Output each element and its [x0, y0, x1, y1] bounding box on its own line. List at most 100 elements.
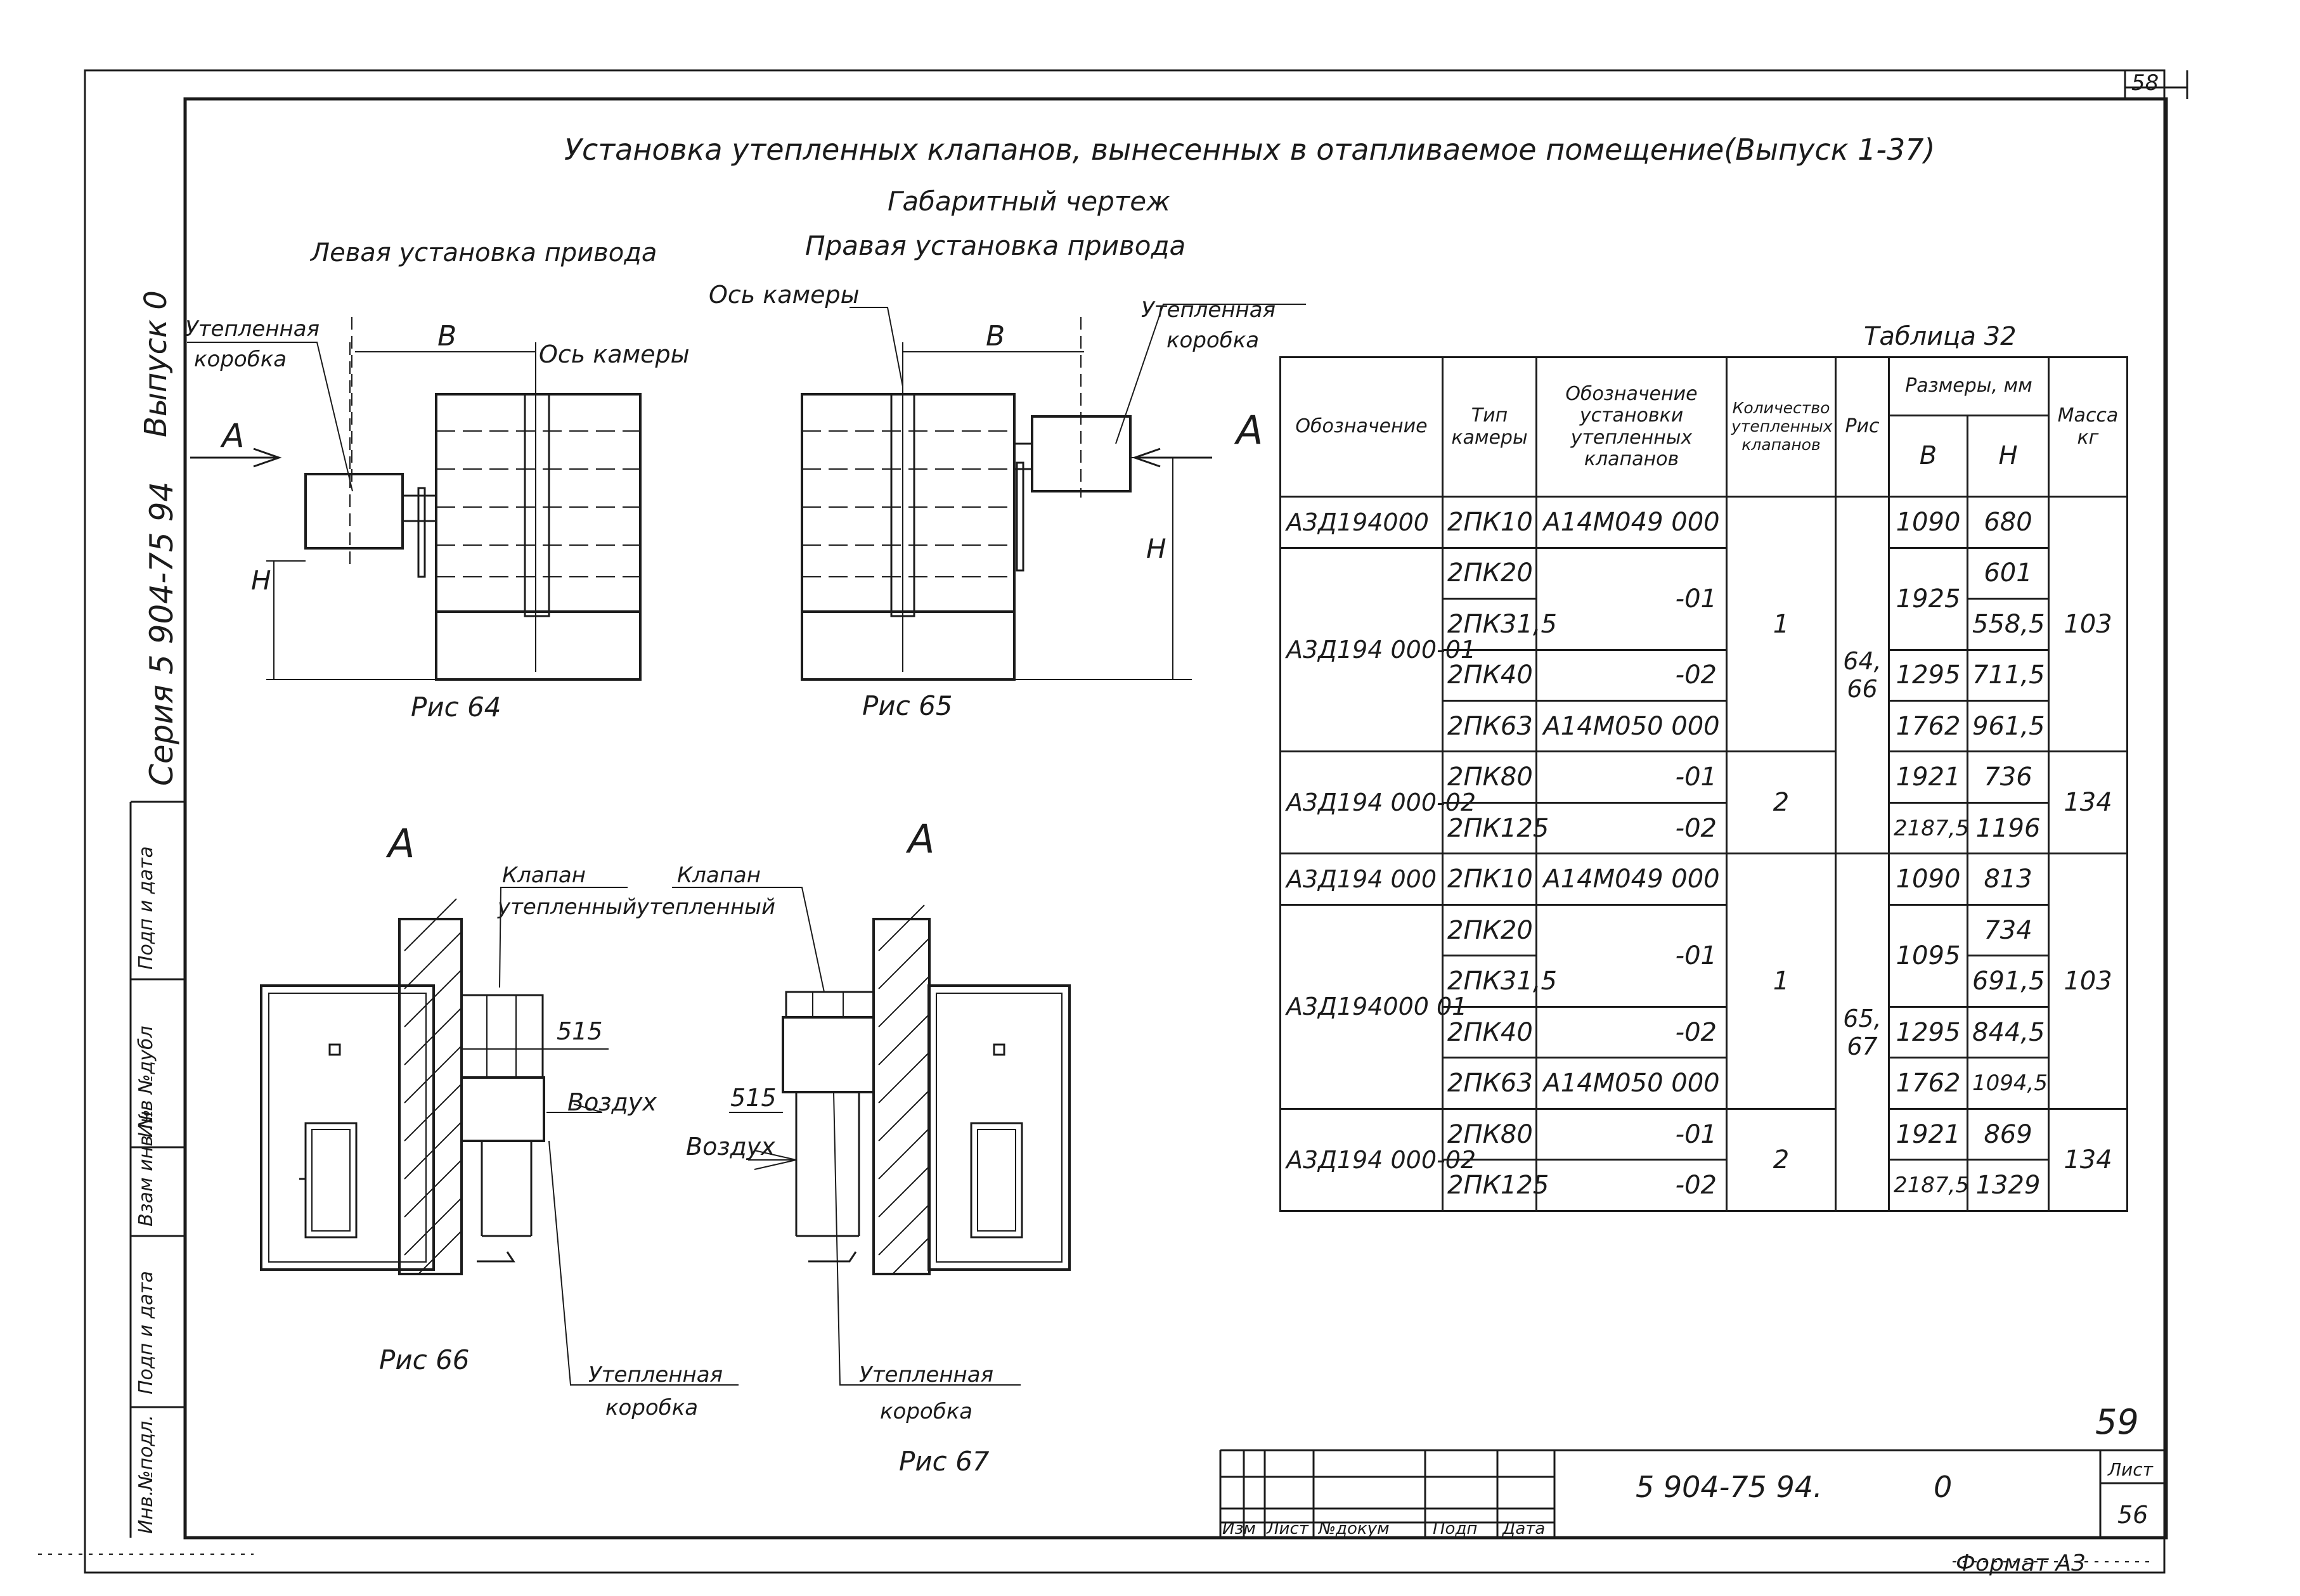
table-row: 2ПК40 -02 1295 711,5: [1281, 648, 2128, 702]
side-stamp: Инв.№подл. Подп и дата Взам инв № Инв №д…: [129, 290, 185, 1538]
header-mass: Масса кг: [2048, 356, 2128, 498]
cell-designation: А3Д194 000-02: [1279, 1107, 1476, 1213]
cell-h: 558,5: [1967, 598, 2050, 651]
cell-installation: А14М050 000: [1535, 699, 1728, 753]
cell-b: 1095: [1888, 903, 1968, 1008]
fig66-caption: Рис 66: [379, 1344, 470, 1375]
cell-b: 1925: [1888, 546, 1968, 651]
fig67-view-title: А: [905, 816, 934, 862]
fig67-caption: Рис 67: [899, 1446, 990, 1477]
fig64-dim-h: Н: [251, 565, 271, 596]
fig65-dim-b: В: [986, 320, 1005, 352]
table-row: А3Д194 000-02 2ПК80 -01 2 1921 869 134: [1279, 1107, 2128, 1213]
cell-type: 2ПК80: [1442, 1107, 1537, 1161]
title-block-sheet-label: Лист: [2107, 1459, 2154, 1480]
header-fig: Рис: [1835, 356, 1890, 498]
cell-mass: 134: [2048, 1107, 2128, 1213]
table-row: 2ПК125 -02 2187,5 1329: [1281, 1159, 2128, 1212]
cell-h: 736: [1967, 750, 2050, 804]
title-block-col-docnum: №докум: [1317, 1519, 1390, 1538]
title-block-col-change: Изм: [1222, 1519, 1256, 1538]
cell-type: 2ПК40: [1442, 648, 1537, 702]
cell-type: 2ПК125: [1442, 1159, 1549, 1212]
figure-66: [260, 887, 739, 1386]
cell-mass: 103: [2048, 853, 2128, 1110]
table-row: 2ПК63 А14М050 000 1762 961,5: [1281, 699, 2128, 753]
cell-b: 1762: [1888, 699, 1968, 753]
title-block-col-date: Дата: [1502, 1519, 1545, 1538]
fig67-air: Воздух: [686, 1133, 775, 1161]
cell-h: 734: [1967, 903, 2050, 957]
cell-designation: А3Д194 000: [1279, 853, 1444, 906]
fig67-dim: 515: [730, 1084, 777, 1112]
header-designation: Обозначение: [1279, 356, 1444, 498]
cell-b: 1762: [1888, 1057, 1968, 1110]
cell-installation: А14М049 000: [1535, 496, 1728, 549]
fig66-valve-label-1: Клапан: [502, 863, 586, 888]
cell-installation: -02: [1535, 648, 1728, 702]
header-valve-count: Количество утепленных клапанов: [1726, 356, 1837, 498]
cell-designation: А3Д194000: [1279, 496, 1444, 549]
side-issue: Выпуск 0: [138, 290, 174, 437]
title-block-issue: 0: [1934, 1470, 1952, 1504]
cell-count: 1: [1726, 853, 1837, 1110]
fig64-dim-b: В: [437, 320, 456, 352]
sheet-frame: [38, 69, 2188, 1574]
cell-h: 691,5: [1967, 955, 2050, 1008]
cell-h: 711,5: [1967, 648, 2050, 702]
title-block-sheet-no: 56: [2117, 1501, 2148, 1529]
figure-64: [187, 317, 642, 681]
cell-b: 1921: [1888, 750, 1968, 804]
table-row: 2ПК125 -02 2187,5 1196: [1281, 801, 2128, 855]
fig65-box-label-2: коробка: [1166, 328, 1259, 353]
cell-b: 1090: [1888, 853, 1968, 906]
cell-type: 2ПК20: [1442, 546, 1537, 600]
cell-count: 1: [1726, 496, 1837, 753]
fig66-air: Воздух: [567, 1088, 657, 1116]
fig66-valve-label-2: утепленный: [497, 894, 636, 920]
cell-b: 1921: [1888, 1107, 1968, 1161]
table-row: 2ПК31,5 691,5: [1281, 955, 2128, 1008]
fig67-valve-label-2: утепленный: [636, 894, 775, 920]
cell-installation: -02: [1535, 801, 1728, 855]
header-installation: Обозначение установки утепленных клапано…: [1535, 356, 1728, 498]
cell-type: 2ПК20: [1442, 903, 1537, 957]
cell-fig: 65, 67: [1835, 853, 1890, 1212]
table-row: 2ПК40 -02 1295 844,5: [1281, 1005, 2128, 1059]
table-row: А3Д194000 2ПК10 А14М049 000 1 64, 66 109…: [1279, 496, 2128, 855]
cell-b: 1295: [1888, 648, 1968, 702]
side-column-4: Подп и дата: [135, 846, 157, 970]
cell-type: 2ПК31,5: [1442, 955, 1557, 1008]
cell-installation: -02: [1535, 1159, 1728, 1212]
cell-installation: -01: [1535, 546, 1728, 651]
sheet-title: Установка утепленных клапанов, вынесенны…: [564, 132, 1935, 167]
table-row: А3Д194 000-02 2ПК80 -01 2 1921 736 134: [1279, 750, 2128, 855]
fig65-axis-label: Ось камеры: [709, 281, 860, 309]
table-row: 2ПК31,5 558,5: [1281, 598, 2128, 651]
cell-h: 1329: [1967, 1159, 2050, 1212]
cell-b: 1090: [1888, 496, 1968, 549]
cell-type: 2ПК63: [1442, 699, 1537, 753]
title-block: [1219, 1449, 2166, 1538]
header-b: В: [1888, 414, 1968, 498]
fig66-view-title: А: [385, 820, 415, 866]
cell-mass: 103: [2048, 496, 2128, 753]
cell-designation: А3Д194000 01: [1279, 903, 1467, 1110]
cell-type: 2ПК10: [1442, 853, 1537, 906]
cell-b: 2187,5: [1888, 801, 1969, 855]
format-label: Формат А3: [1956, 1550, 2086, 1576]
cell-count: 2: [1726, 750, 1837, 855]
fig67-box-label-1: Утепленная: [859, 1362, 993, 1387]
fig65-caption: Рис 65: [862, 690, 953, 721]
cell-installation: -01: [1535, 1107, 1728, 1161]
fig64-box-label-2: коробка: [194, 347, 287, 372]
table-row: А3Д194 000 2ПК10 А14М049 000 1 65, 67 10…: [1279, 853, 2128, 1212]
side-column-2: Взам инв №: [135, 1109, 157, 1226]
sheet-subtitle: Габаритный чертеж: [888, 186, 1170, 217]
cell-h: 1094,5: [1967, 1057, 2050, 1110]
cell-designation: А3Д194 000-01: [1279, 546, 1476, 753]
table-row: А3Д194000 01 2ПК20 -01 1095 734: [1279, 903, 2128, 1110]
cell-mass: 134: [2048, 750, 2128, 855]
header-chamber-type: Тип камеры: [1442, 356, 1537, 498]
